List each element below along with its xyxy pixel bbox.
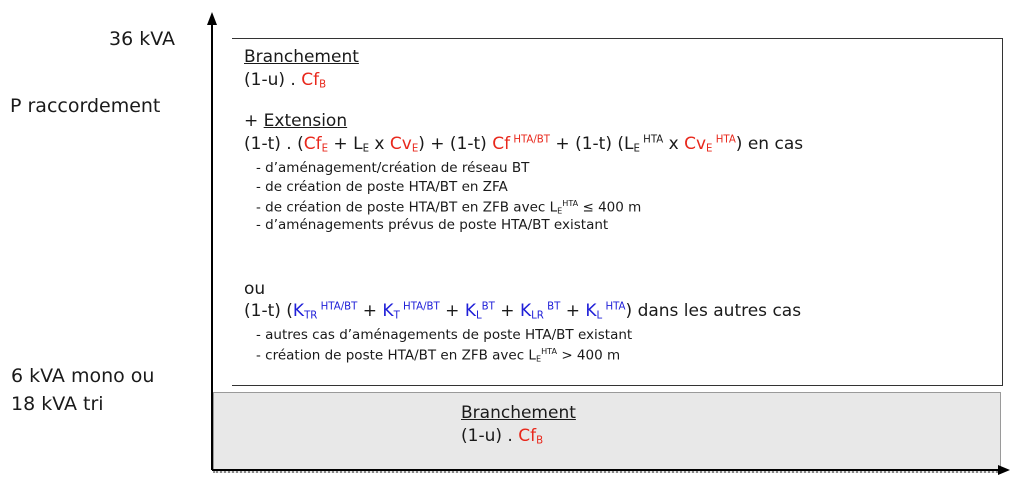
extension-formula: (1-t) . (CfE + LE x CvE) + (1-t) Cf HTA/…: [244, 134, 804, 155]
extension-region-box: Branchement (1-u) . CfB + Extension (1-t…: [232, 38, 1003, 386]
axis-label-18kva-tri: 18 kVA tri: [11, 393, 104, 415]
extension-case-reseau-bt: - d’aménagement/création de réseau BT: [256, 160, 530, 176]
extension-case-zfb-le-400: - de création de poste HTA/BT en ZFB ave…: [256, 198, 642, 216]
bottom-branchement-formula: (1-u) . CfB: [461, 426, 544, 447]
ou-label: ou: [244, 279, 266, 299]
axis-label-6kva-mono: 6 kVA mono ou: [11, 365, 155, 387]
branchement-formula: (1-u) . CfB: [244, 70, 327, 91]
horizontal-axis-arrow-icon: [998, 465, 1010, 475]
axis-label-p-raccordement: P raccordement: [10, 95, 161, 117]
branchement-region-box: Branchement (1-u) . CfB: [213, 392, 1001, 473]
branchement-title: Branchement: [244, 47, 359, 67]
extension-case-amenagements-prevus: - d’aménagements prévus de poste HTA/BT …: [256, 217, 609, 233]
extension-case-zfa: - de création de poste HTA/BT en ZFA: [256, 179, 508, 195]
autres-case-zfb-gt-400: - création de poste HTA/BT en ZFB avec L…: [256, 346, 621, 364]
vertical-axis-arrow-icon: [207, 12, 217, 25]
autres-cas-formula: (1-t) (KTR HTA/BT + KT HTA/BT + KLBT + K…: [244, 301, 802, 322]
axis-label-36kva: 36 kVA: [109, 28, 175, 50]
extension-title: + Extension: [244, 111, 348, 131]
autres-case-amenagements: - autres cas d’aménagements de poste HTA…: [256, 327, 633, 343]
bottom-branchement-title: Branchement: [461, 403, 576, 423]
